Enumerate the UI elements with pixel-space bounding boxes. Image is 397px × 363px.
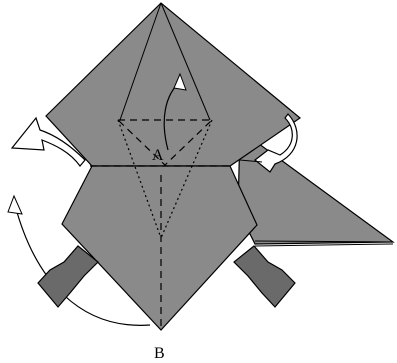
lower-diamond-body <box>61 165 258 331</box>
right-wing-edge-line-2 <box>254 243 394 247</box>
point-a-label: A <box>152 147 164 164</box>
right-wing-edge-line <box>254 240 394 243</box>
push-arrow-icon-left <box>37 245 99 308</box>
curved-arrow-head-icon <box>173 72 187 91</box>
upper-kite-flap <box>45 2 301 167</box>
hollow-arrow-tail-right <box>239 159 263 163</box>
point-b-label: B <box>154 345 165 362</box>
push-arrow-icon-right <box>233 245 296 308</box>
dotted-crease-right <box>160 119 213 239</box>
right-wing-flap <box>237 128 395 245</box>
upper-dashed-triangle <box>116 119 214 166</box>
dotted-crease-left <box>117 119 162 239</box>
top-center-crease <box>119 2 162 121</box>
hollow-arrow-icon-right <box>254 113 298 173</box>
hollow-arrow-icon-left <box>10 116 86 167</box>
long-curved-arrow-head-icon <box>7 194 23 215</box>
top-center-crease-right <box>160 2 211 121</box>
